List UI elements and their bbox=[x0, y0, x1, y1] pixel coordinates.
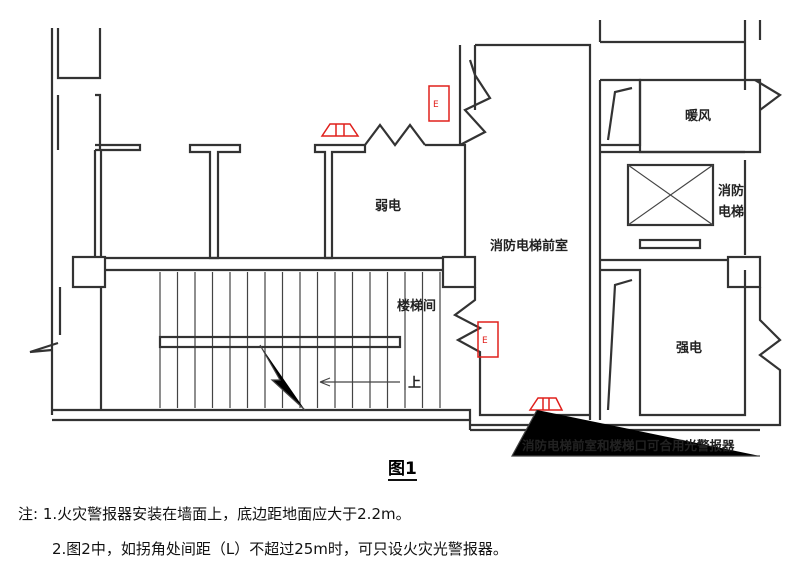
elevator-shaft bbox=[626, 163, 715, 250]
room-hvac: 暖风 bbox=[685, 108, 711, 124]
room-stairwell: 楼梯间 bbox=[397, 298, 436, 314]
note-line: 2.图2中，如拐角处间距（L）不超过25m时，可只设火灾光警报器。 bbox=[52, 540, 508, 558]
svg-text:E: E bbox=[482, 336, 488, 346]
room-fire-elevator-lobby: 消防电梯前室 bbox=[490, 238, 568, 254]
alarm-icon: E bbox=[477, 321, 499, 358]
stair-direction-arrow bbox=[319, 370, 406, 390]
room-weak-current: 弱电 bbox=[375, 198, 401, 214]
callout-leader bbox=[510, 409, 760, 457]
alarm-callout-text: 消防电梯前室和楼梯口可合用光警报器 bbox=[522, 438, 735, 453]
room-fire-elevator: 消防 bbox=[718, 183, 744, 199]
alarm-icon: E bbox=[320, 85, 450, 137]
room-strong-current: 强电 bbox=[676, 340, 702, 356]
stair-treads bbox=[159, 272, 441, 408]
svg-text:E: E bbox=[433, 100, 439, 110]
note-line: 注: 1.火灾警报器安装在墙面上，底边距地面应大于2.2m。 bbox=[18, 505, 411, 523]
walls bbox=[29, 20, 782, 432]
break-line bbox=[259, 344, 306, 411]
stair-up-label: 上 bbox=[408, 376, 421, 391]
alarm-icon bbox=[528, 397, 564, 411]
stair-handrail bbox=[158, 335, 402, 349]
figure-caption: 图1 bbox=[388, 454, 417, 481]
room-fire-elevator: 电梯 bbox=[718, 204, 744, 220]
